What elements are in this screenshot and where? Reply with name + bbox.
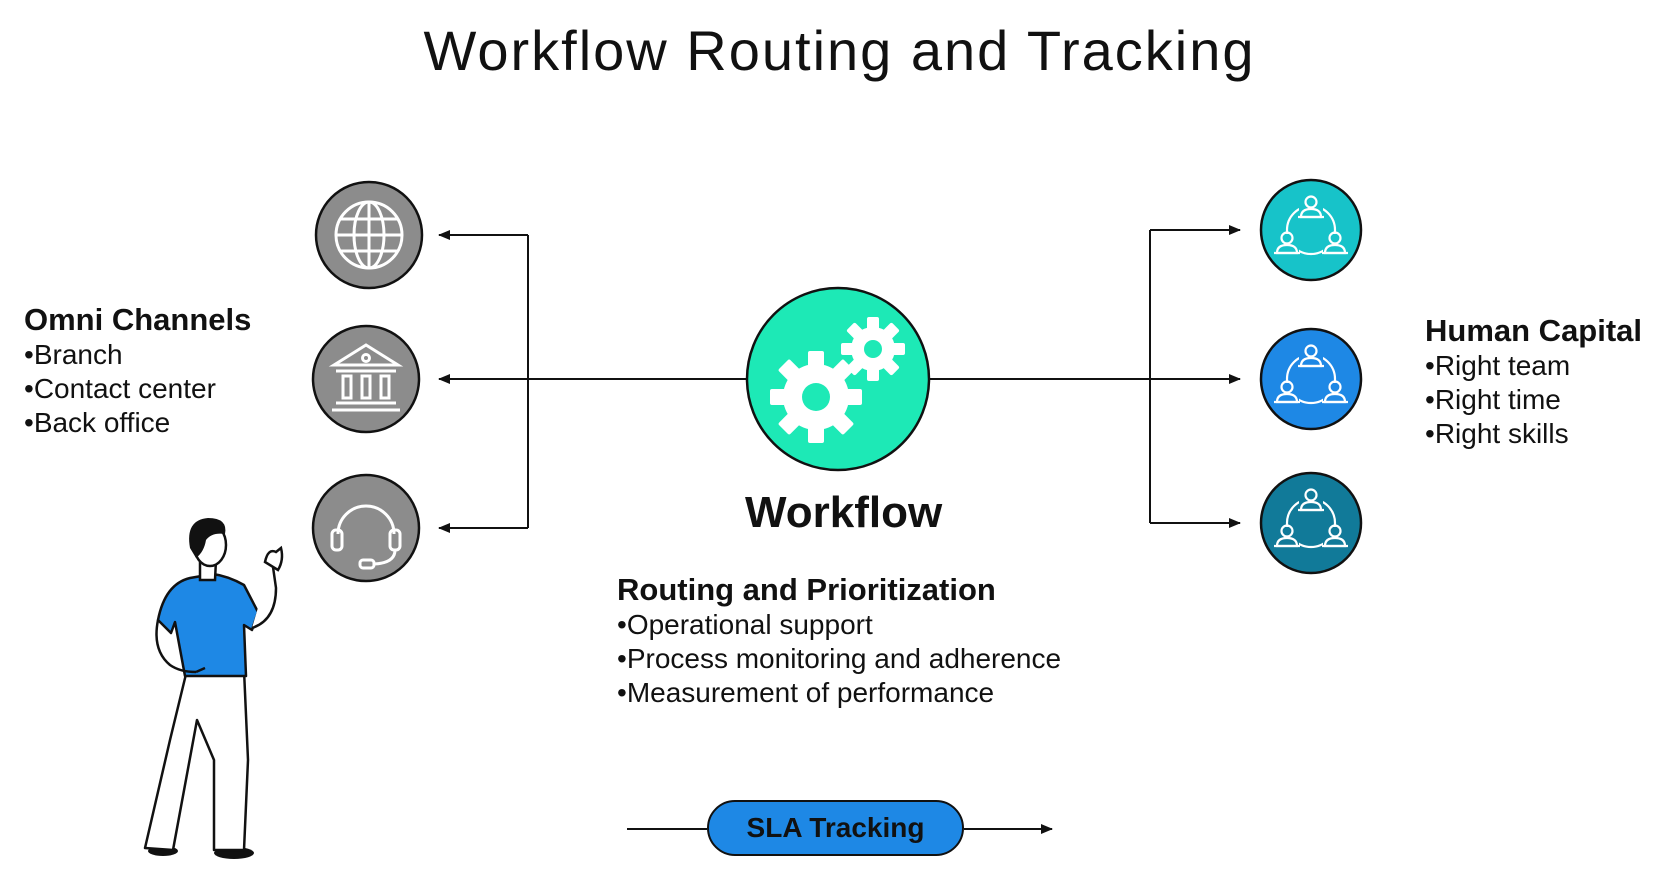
bank-icon [311,324,421,434]
team-icon [1259,327,1363,431]
list-item: Measurement of performance [617,676,1061,710]
sla-tracking-badge: SLA Tracking [707,800,964,856]
human-capital-block: Human Capital Right team Right time Righ… [1425,313,1642,451]
list-item: Right skills [1425,417,1642,451]
gears-icon [745,286,931,472]
routing-list: Operational support Process monitoring a… [617,608,1061,710]
team-icon [1259,178,1363,282]
human-capital-heading: Human Capital [1425,313,1643,348]
person-illustration [143,518,284,859]
list-item: Right team [1425,349,1642,383]
page-title: Workflow Routing and Tracking [423,19,1256,82]
globe-icon [314,180,424,290]
list-item: Back office [24,406,251,440]
left-connectors [438,230,747,533]
team-icon [1259,471,1363,575]
omni-channels-heading: Omni Channels [24,302,252,337]
human-capital-list: Right team Right time Right skills [1425,349,1642,451]
routing-block: Routing and Prioritization Operational s… [617,572,1061,710]
routing-heading: Routing and Prioritization [617,572,996,607]
omni-channels-block: Omni Channels Branch Contact center Back… [24,302,251,440]
list-item: Operational support [617,608,1061,642]
list-item: Process monitoring and adherence [617,642,1061,676]
omni-channels-list: Branch Contact center Back office [24,338,251,440]
list-item: Right time [1425,383,1642,417]
list-item: Branch [24,338,251,372]
workflow-label: Workflow [745,488,943,537]
list-item: Contact center [24,372,251,406]
right-connectors [930,225,1241,528]
headset-icon [311,473,421,583]
